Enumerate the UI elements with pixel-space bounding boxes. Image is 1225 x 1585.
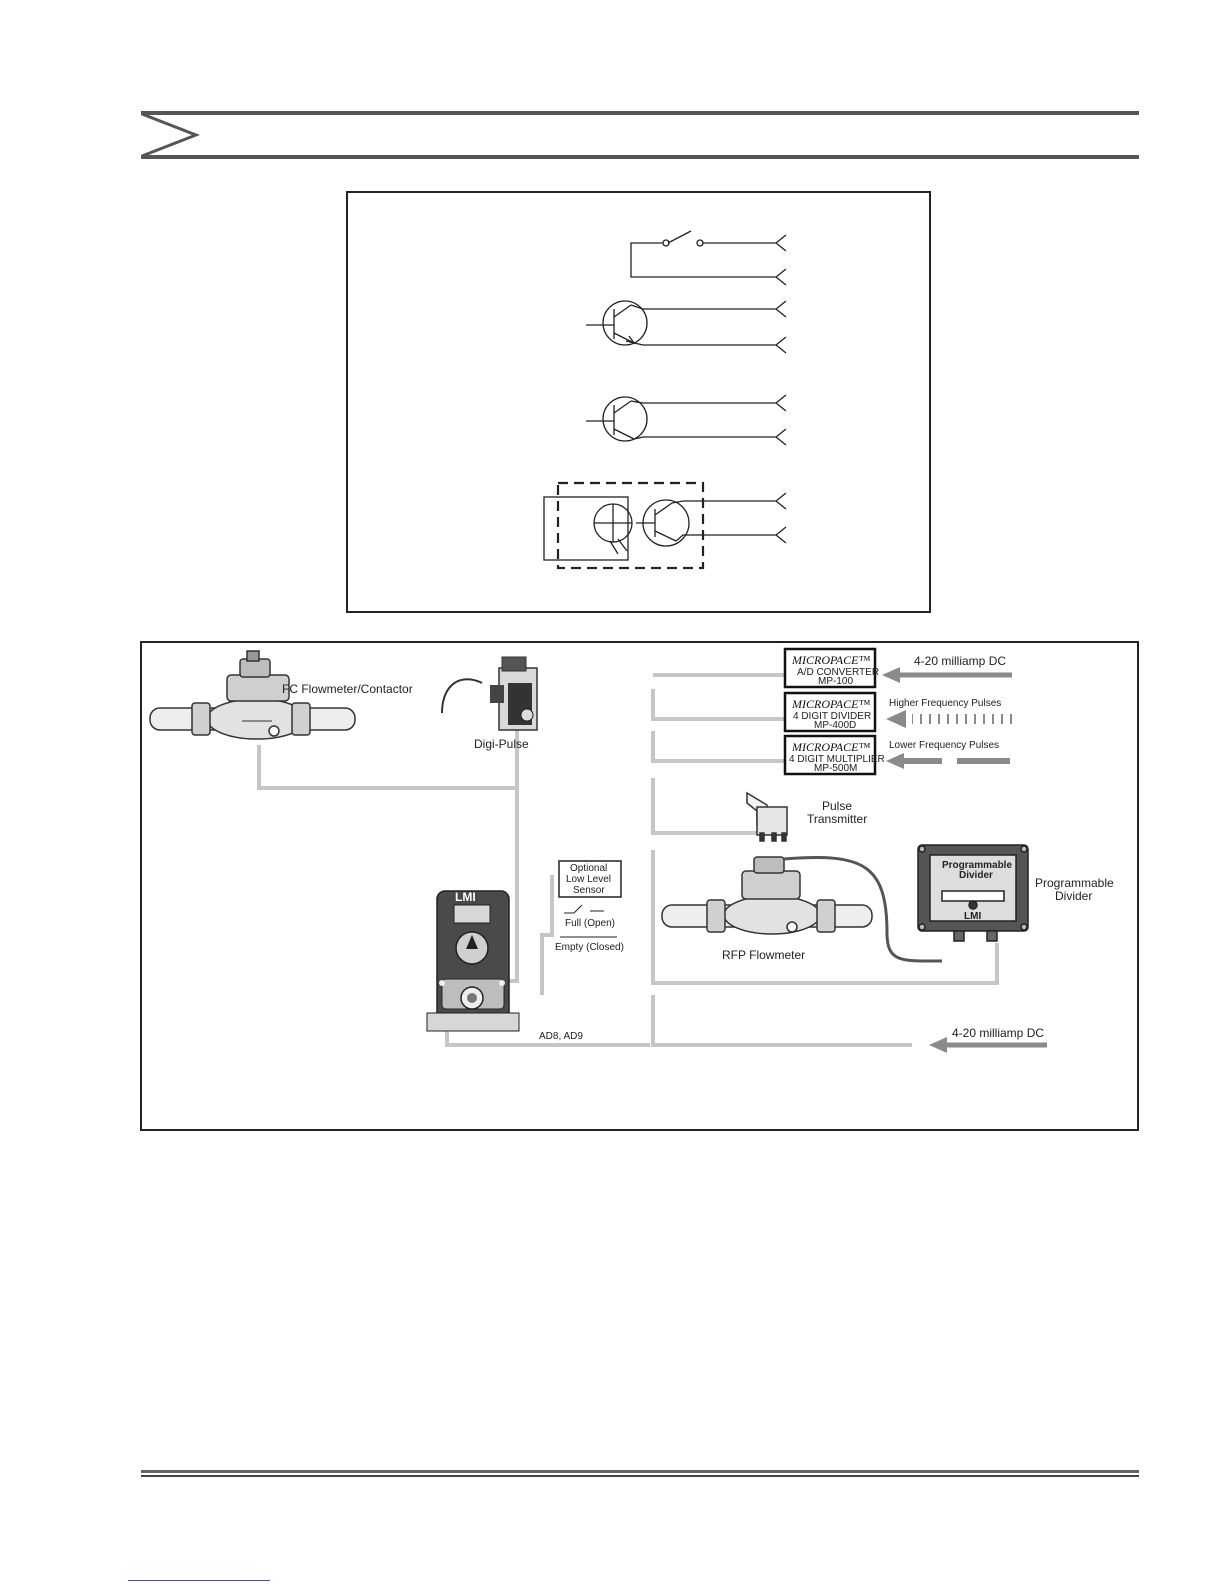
ad8-ad9-label: AD8, AD9 bbox=[539, 1031, 583, 1042]
sensor-label-line-3: Sensor bbox=[573, 885, 605, 896]
module-1-name: A/D CONVERTER bbox=[797, 667, 879, 678]
signal-lower-label: Lower Frequency Pulses bbox=[889, 740, 999, 751]
input-schematic-diagram bbox=[543, 230, 787, 570]
sensor-label-line-1: Optional bbox=[570, 863, 607, 874]
pump-input-connections-diagram: LMI Optional Low Level Sensor Full (Open… bbox=[149, 647, 1114, 1053]
digi-pulse-label: Digi-Pulse bbox=[474, 737, 529, 751]
module-2-model: MP-400D bbox=[814, 720, 856, 731]
input-schematic-panel bbox=[346, 191, 931, 613]
module-1-model: MP-100 bbox=[818, 676, 853, 687]
digi-pulse-sensor bbox=[441, 656, 538, 731]
programmable-divider-label-1: Programmable bbox=[1035, 876, 1114, 890]
module-1-brand: MICROPACE™ bbox=[791, 653, 870, 667]
module-2-brand: MICROPACE™ bbox=[791, 697, 870, 711]
lmi-metering-pump bbox=[426, 890, 520, 1032]
divider-face-label-2: Divider bbox=[959, 870, 993, 881]
signal-arrow-higher-frequency bbox=[886, 710, 1012, 728]
module-3-name: 4 DIGIT MULTIPLIER bbox=[789, 754, 885, 765]
signal-higher-label: Higher Frequency Pulses bbox=[889, 698, 1001, 709]
footer-link-underline[interactable] bbox=[128, 1580, 270, 1581]
pulse-transmitter-label-2: Transmitter bbox=[807, 812, 867, 826]
programmable-divider-label-2: Divider bbox=[1055, 889, 1092, 903]
switch-contact-symbol bbox=[630, 230, 787, 286]
rfp-flowmeter-label: RFP Flowmeter bbox=[722, 948, 805, 962]
sensor-label-line-2: Low Level bbox=[566, 874, 611, 885]
module-2-name: 4 DIGIT DIVIDER bbox=[793, 711, 871, 722]
micropace-multiplier-box bbox=[783, 734, 877, 776]
header-rule-top bbox=[141, 111, 1139, 115]
pulse-transmitter-label-1: Pulse bbox=[822, 799, 852, 813]
empty-closed-label: Empty (Closed) bbox=[555, 942, 624, 953]
module-3-brand: MICROPACE™ bbox=[791, 740, 870, 754]
footer-rule-bottom bbox=[141, 1475, 1139, 1477]
full-open-label: Full (Open) bbox=[565, 918, 615, 929]
open-collector-transistor-2 bbox=[586, 394, 787, 446]
rfp-flowmeter bbox=[661, 856, 873, 935]
micropace-divider-box bbox=[783, 691, 877, 733]
low-level-sensor-box bbox=[558, 860, 622, 938]
signal-4-20-top-label: 4-20 milliamp DC bbox=[914, 654, 1006, 668]
footer-rule-top bbox=[141, 1470, 1139, 1473]
micropace-ad-converter-box bbox=[783, 647, 877, 689]
divider-face-logo: LMI bbox=[964, 911, 981, 922]
opto-isolator-symbol bbox=[543, 481, 787, 570]
signal-arrow-4-20-bottom bbox=[929, 1037, 1047, 1053]
signal-arrow-4-20-top bbox=[882, 667, 1012, 683]
section-chevron-icon bbox=[141, 112, 200, 158]
rfp-cable bbox=[783, 856, 943, 963]
open-collector-transistor-1 bbox=[586, 300, 787, 354]
module-3-model: MP-500M bbox=[814, 763, 857, 774]
pulse-transmitter bbox=[746, 791, 788, 842]
fc-flowmeter-label: FC Flowmeter/Contactor bbox=[282, 682, 413, 696]
programmable-divider-unit bbox=[917, 844, 1029, 942]
system-diagram-panel: LMI Optional Low Level Sensor Full (Open… bbox=[140, 641, 1139, 1131]
header-rule-bottom bbox=[141, 155, 1139, 159]
signal-arrow-lower-frequency bbox=[886, 753, 1010, 769]
divider-face-label-1: Programmable bbox=[942, 860, 1012, 871]
signal-4-20-bottom-label: 4-20 milliamp DC bbox=[952, 1026, 1044, 1040]
signal-cables bbox=[257, 673, 999, 1047]
fc-flowmeter-contactor bbox=[149, 650, 356, 740]
pump-logo: LMI bbox=[455, 890, 476, 904]
